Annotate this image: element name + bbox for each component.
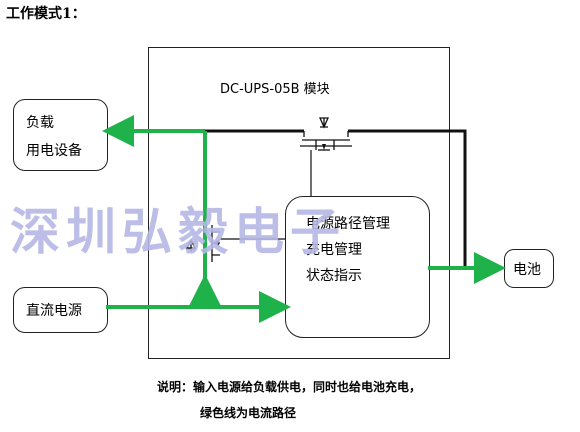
wire-top-to-battery xyxy=(348,129,467,268)
top-mosfet-arrow xyxy=(322,144,326,150)
black-wires xyxy=(205,129,467,268)
function-charging: 充电管理 xyxy=(306,242,362,258)
dc-input-label: 直流电源 xyxy=(26,303,82,319)
battery-label: 电池 xyxy=(513,262,541,278)
left-mosfet-arrow xyxy=(213,240,219,246)
note-line-1: 说明：输入电源给负载供电，同时也给电池充电， xyxy=(157,380,422,394)
function-status: 状态指示 xyxy=(306,268,362,284)
note-line-2: 绿色线为电流路径 xyxy=(200,406,297,420)
load-device-label: 用电设备 xyxy=(26,143,82,159)
function-block: 电源路径管理 充电管理 状态指示 xyxy=(285,196,430,338)
dc-input-block: 直流电源 xyxy=(13,287,108,333)
module-title: DC-UPS-05B 模块 xyxy=(220,82,330,97)
current-paths xyxy=(102,115,506,323)
page-title: 工作模式1： xyxy=(6,6,86,22)
battery-block: 电池 xyxy=(504,249,554,288)
load-label: 负载 xyxy=(26,115,54,131)
top-mosfet-symbol xyxy=(300,117,352,151)
function-power-path: 电源路径管理 xyxy=(306,216,390,232)
